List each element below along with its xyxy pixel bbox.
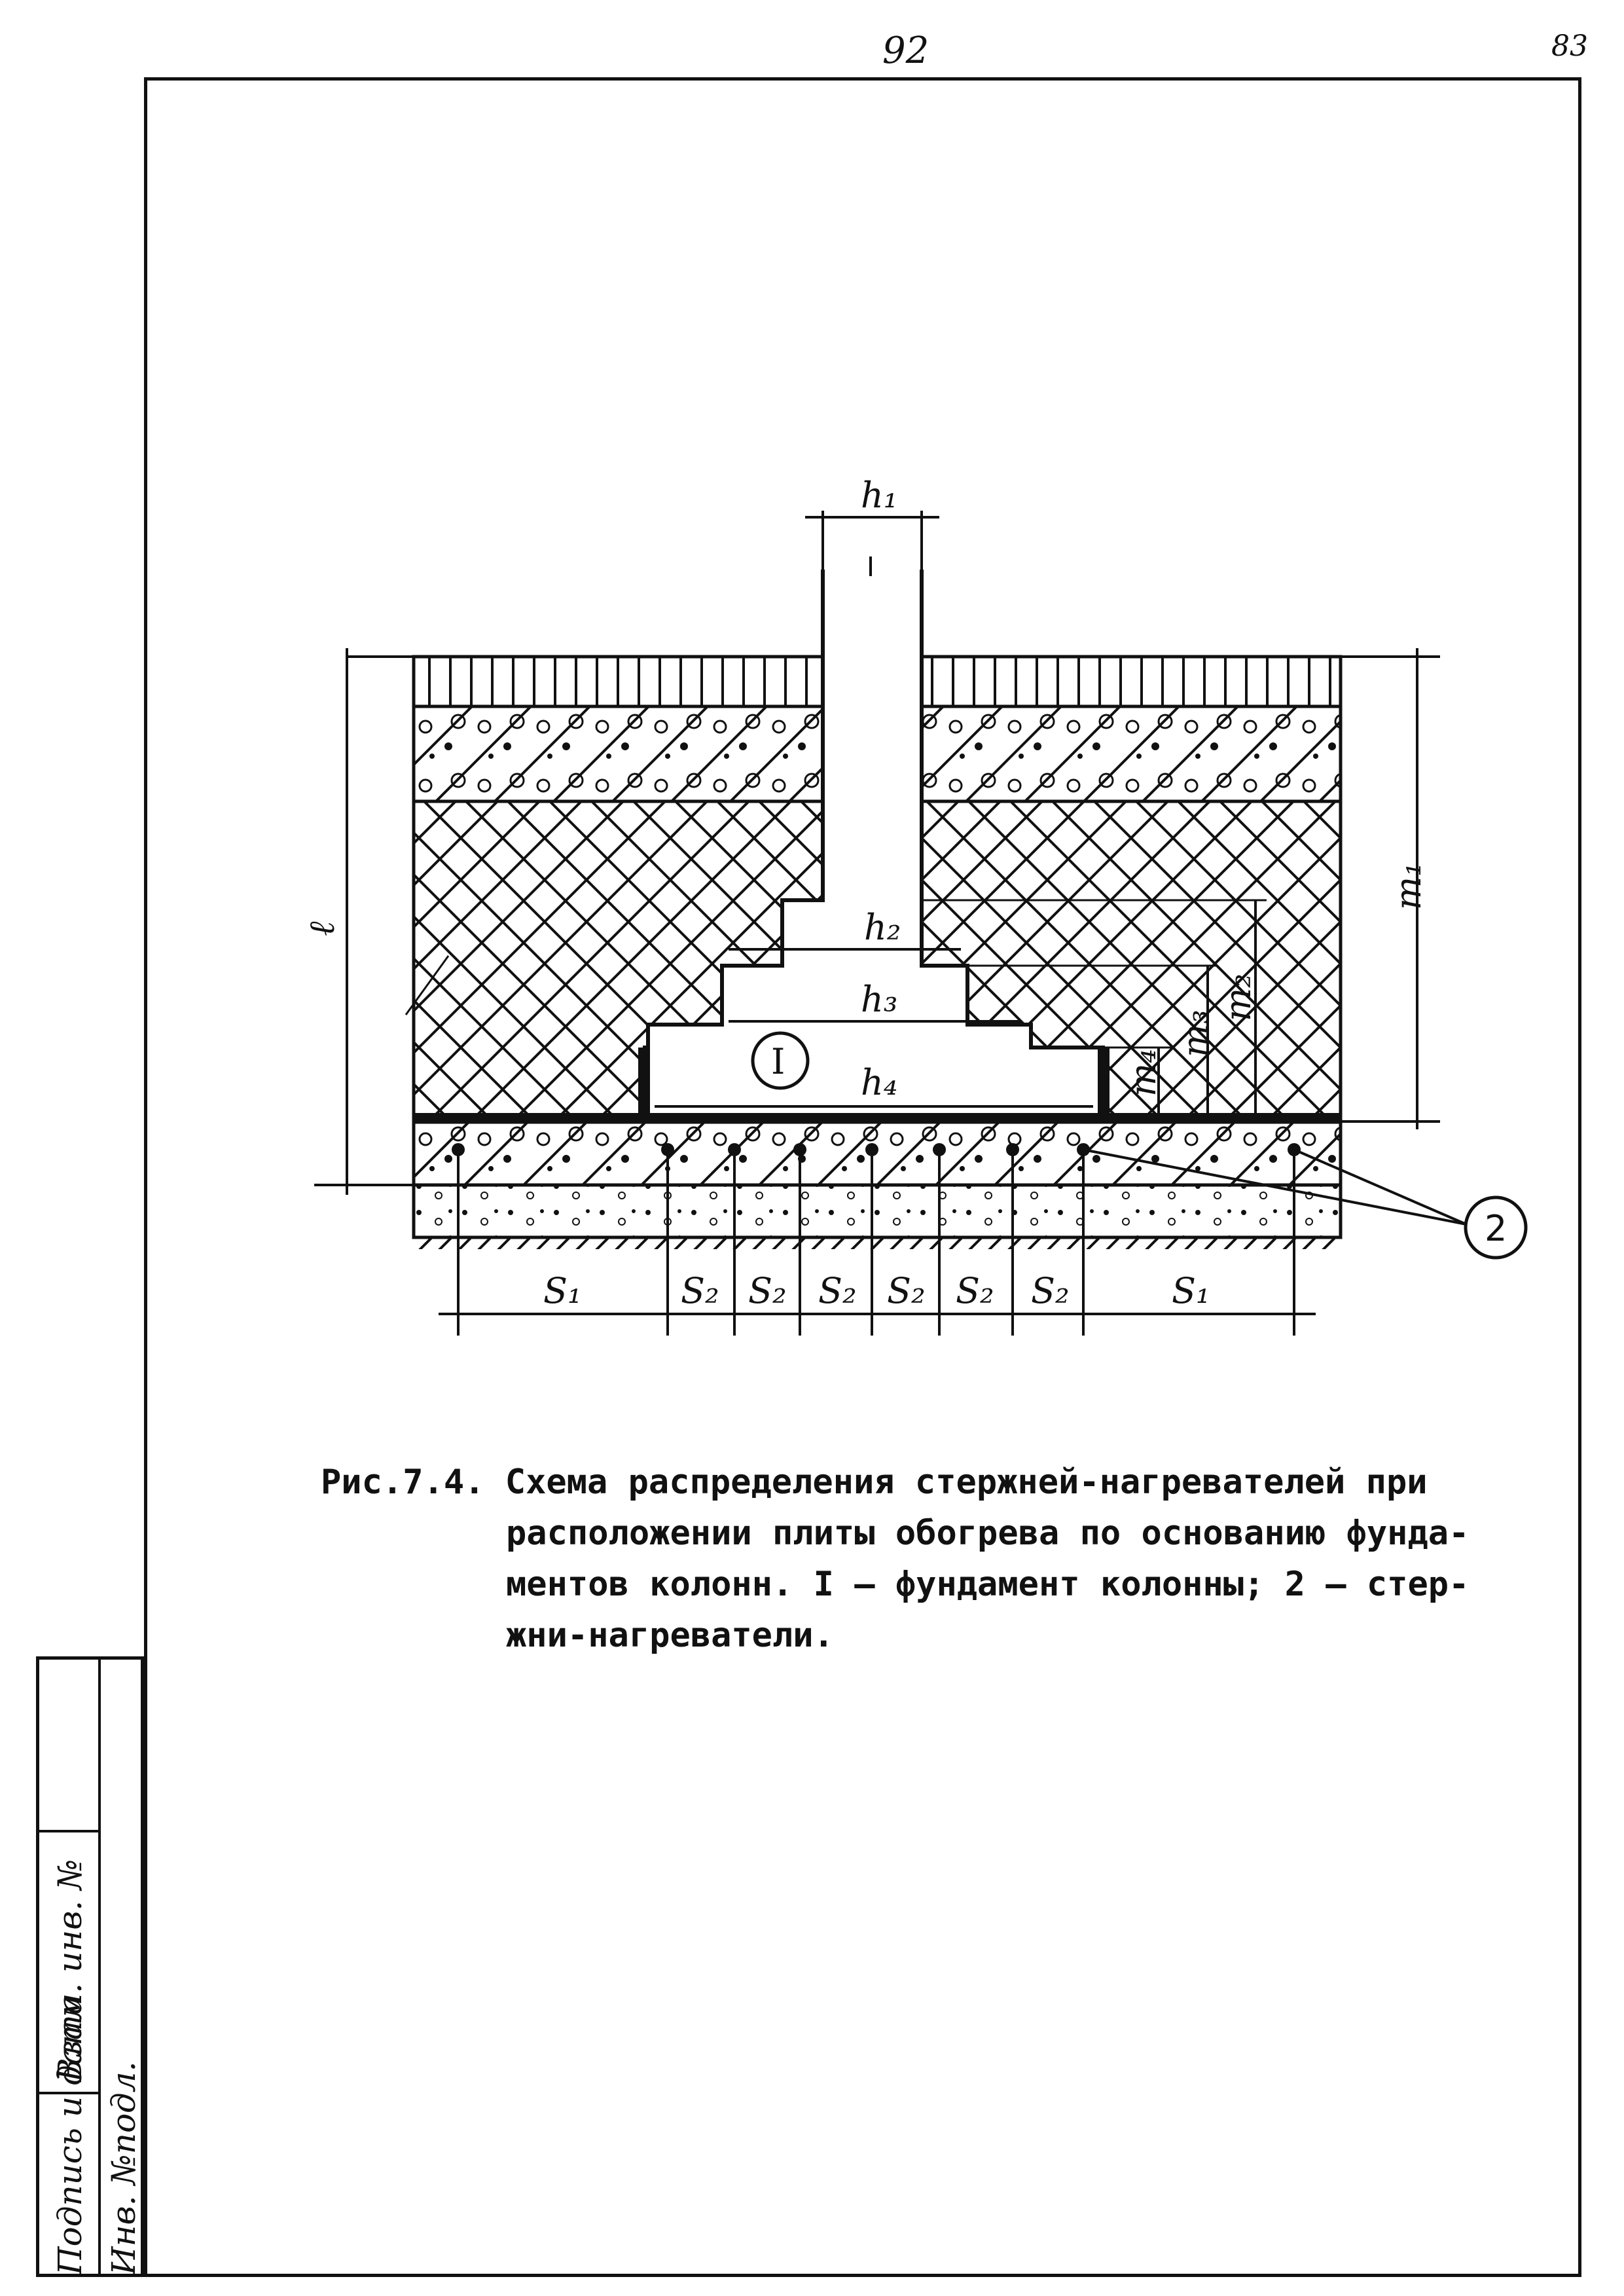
label-s1-right: S₁	[1172, 1270, 1210, 1311]
label-m2: m₂	[1218, 974, 1259, 1021]
label-s2-1: S₂	[681, 1270, 719, 1311]
label-s1-left: S₁	[543, 1270, 582, 1311]
layer-ground	[414, 1237, 1341, 1249]
layer-top-left	[412, 655, 825, 708]
layer-gravel-right	[920, 704, 1343, 803]
caption-line-2: расположении плиты обогрева по основанию…	[506, 1514, 1470, 1553]
label-m4: m₄	[1123, 1049, 1164, 1097]
label-m1: m₁	[1388, 862, 1429, 910]
page-number: 92	[882, 29, 929, 72]
label-h2: h₂	[864, 907, 901, 948]
label-s2-5: S₂	[956, 1270, 994, 1311]
callout-I	[751, 1031, 810, 1090]
layer-sand	[412, 1183, 1343, 1239]
side-stamp: Взам. инв. № Подпись и дата Инв. №подл.	[36, 1656, 144, 2277]
label-l: ℓ	[301, 921, 342, 936]
label-s2-2: S₂	[748, 1270, 787, 1311]
label-m3: m₃	[1175, 1010, 1216, 1057]
caption-line-1: Рис.7.4. Схема распределения стержней-на…	[321, 1463, 1428, 1502]
figure-caption: Рис.7.4. Схема распределения стержней-на…	[321, 1457, 1499, 1661]
caption-line-3: ментов колонн. I – фундамент колонны; 2 …	[506, 1565, 1470, 1604]
layer-gravel-left	[412, 704, 825, 803]
label-s2-4: S₂	[887, 1270, 926, 1311]
label-s2-3: S₂	[818, 1270, 857, 1311]
callout-I-label: I	[771, 1041, 785, 1082]
label-h1: h₁	[861, 475, 897, 516]
label-h3: h₃	[861, 979, 897, 1020]
label-s2-6: S₂	[1031, 1270, 1070, 1311]
layer-top-right	[920, 655, 1343, 708]
page-frame	[144, 77, 1581, 2277]
label-h4: h₄	[861, 1062, 897, 1103]
corner-number: 83	[1551, 29, 1588, 63]
callout-2-label: 2	[1485, 1208, 1507, 1249]
s-dimension-ticks	[457, 1150, 1295, 1336]
caption-line-4: жни-нагреватели.	[506, 1616, 834, 1655]
callout-2	[1464, 1195, 1528, 1260]
